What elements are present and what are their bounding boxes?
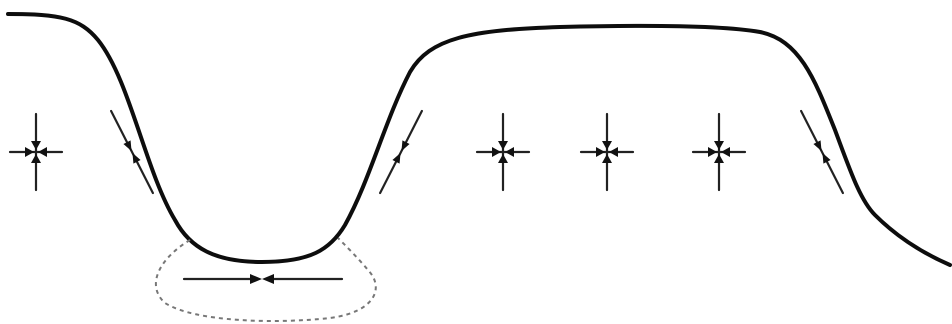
stress-cross-symbol-1 — [8, 112, 64, 192]
horizontal-compression-symbol — [182, 274, 344, 284]
fold-profile-curve — [6, 12, 952, 267]
dashed-zone-outline — [154, 237, 377, 322]
stress-cross-symbol-4 — [691, 112, 747, 192]
stress-tilted-symbol-3 — [800, 109, 844, 195]
stress-cross-symbol-3 — [579, 112, 635, 192]
stress-cross-symbol-2 — [475, 112, 531, 192]
stress-tilted-symbol-2 — [379, 109, 423, 195]
stress-tilted-symbol-1 — [110, 109, 154, 195]
